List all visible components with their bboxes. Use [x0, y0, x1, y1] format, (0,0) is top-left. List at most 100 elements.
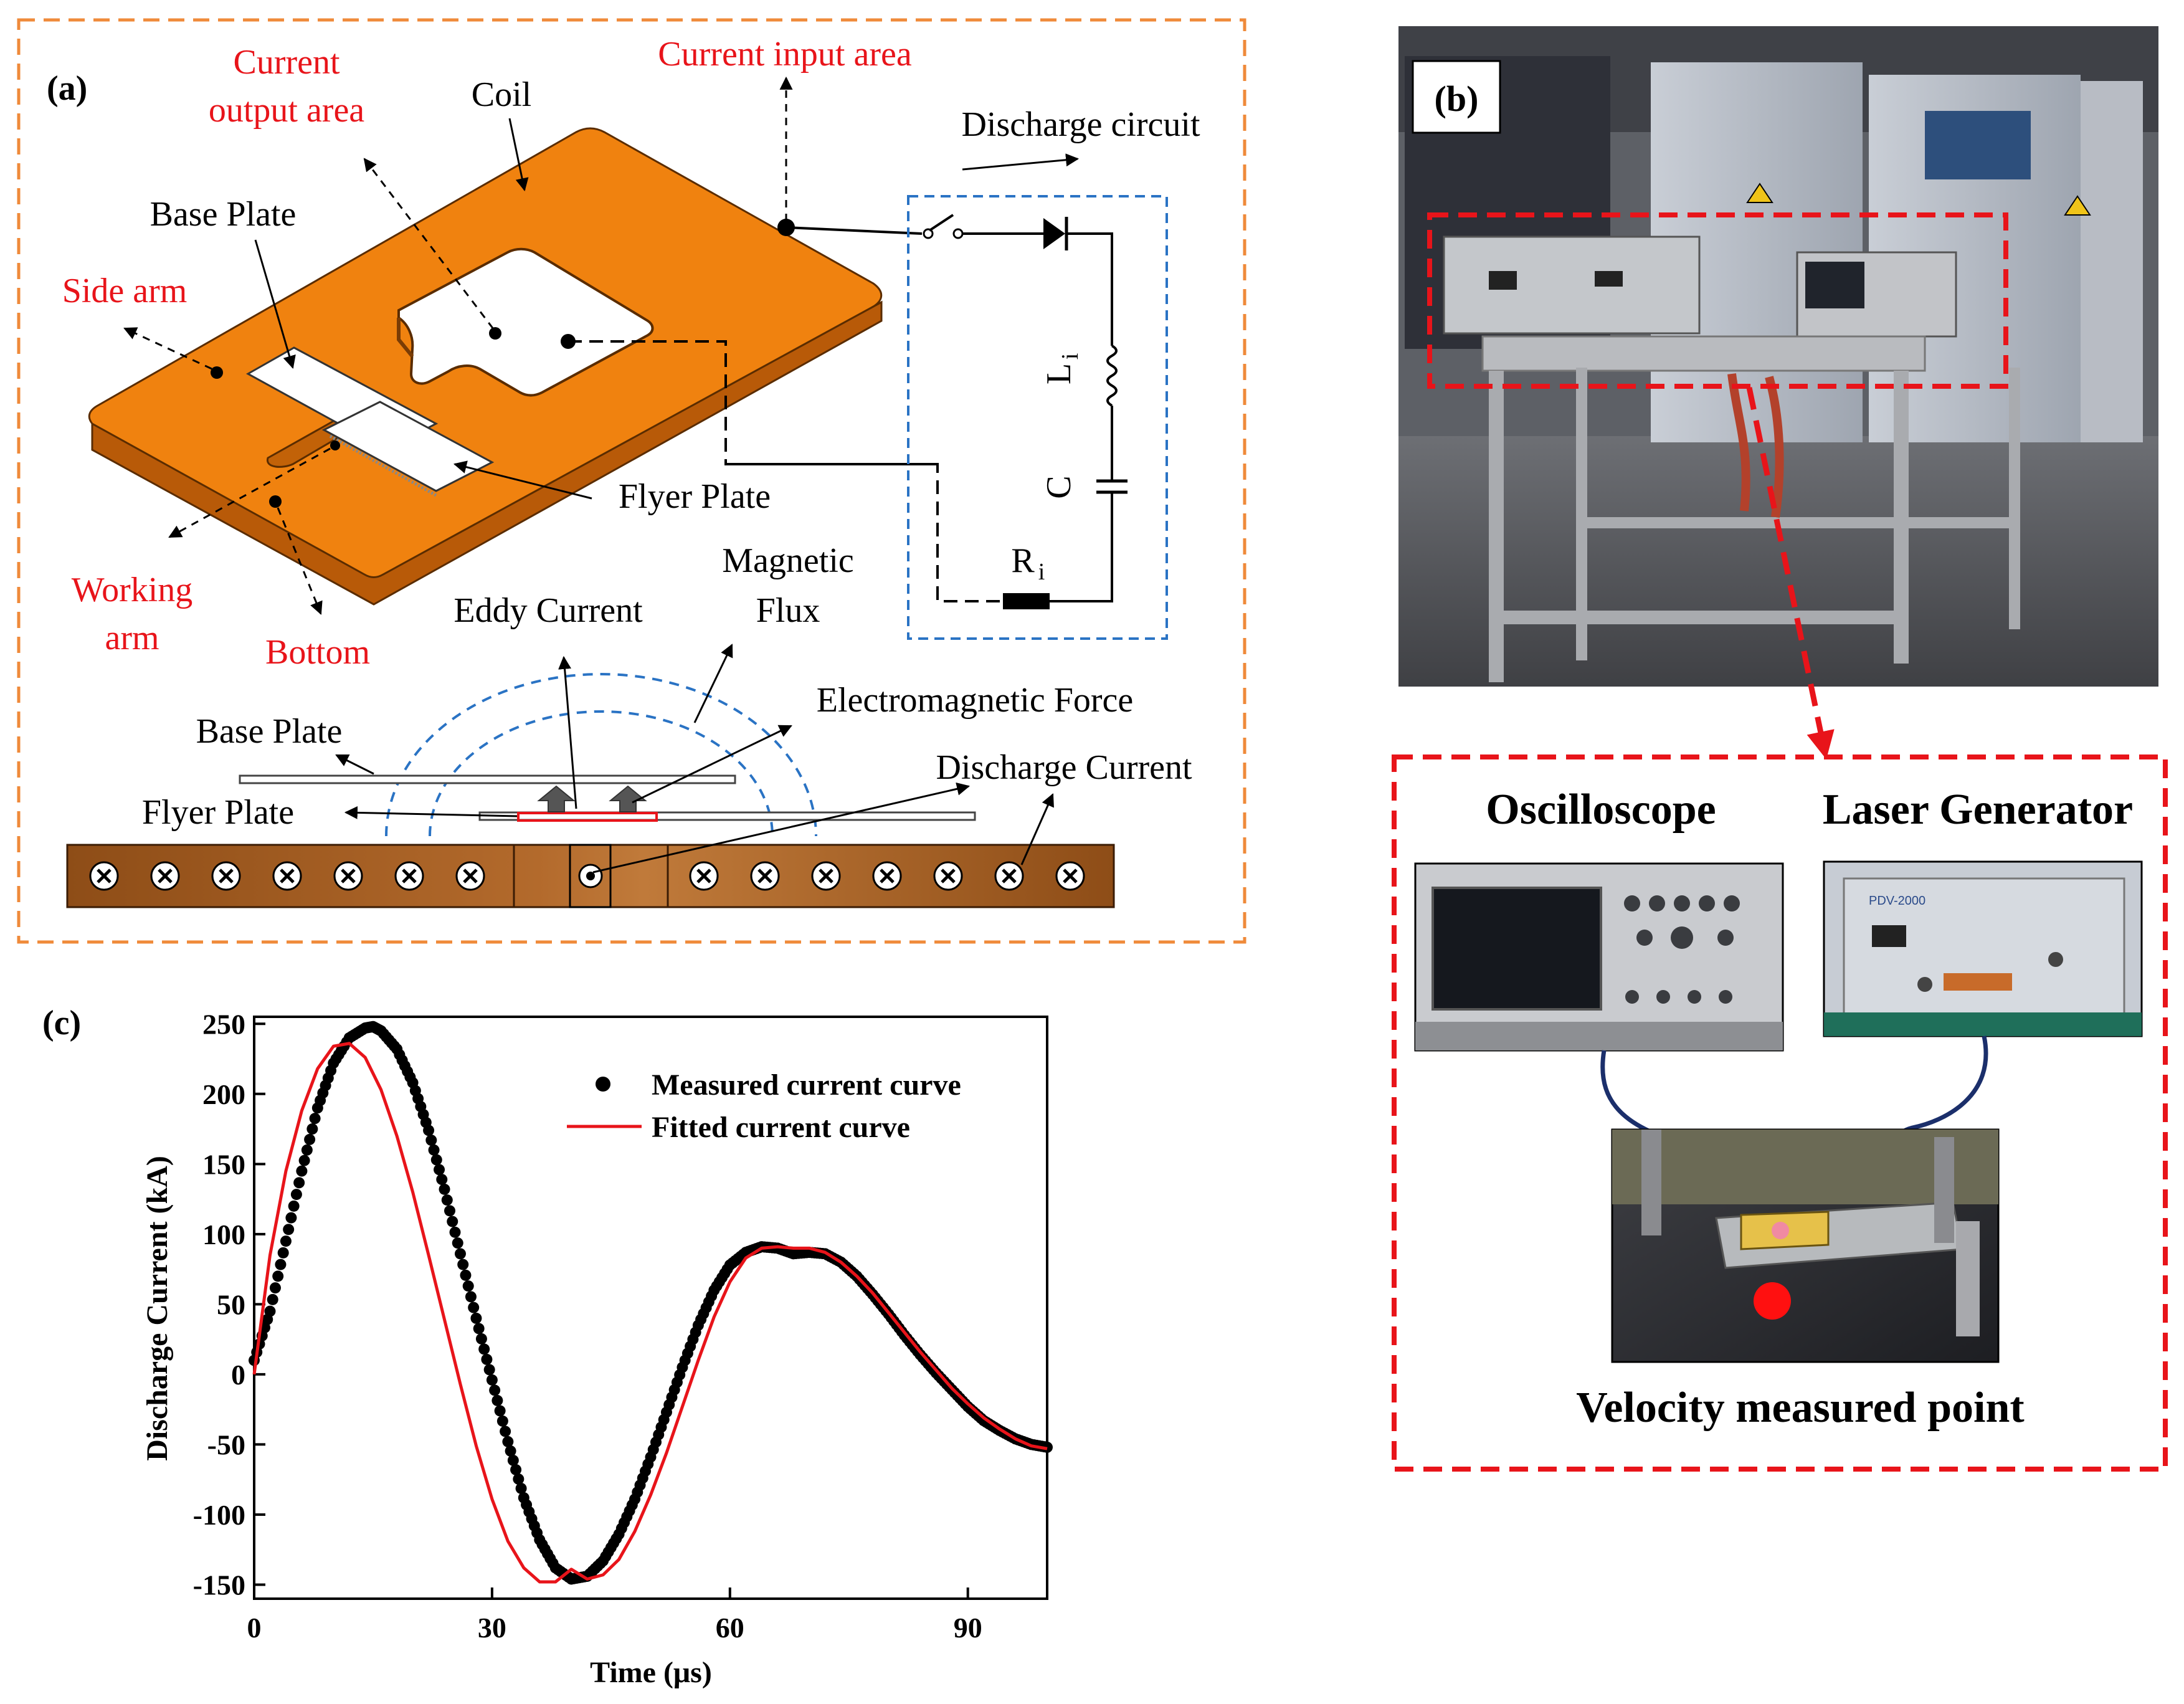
cross-marker: [333, 861, 363, 891]
measured-point: [447, 1216, 458, 1227]
measured-point: [290, 1189, 302, 1201]
laser-generator-front: [1843, 877, 2125, 1023]
y-tick-label: 200: [202, 1078, 245, 1110]
cross-marker: [994, 861, 1024, 891]
leader-em-force: [632, 725, 792, 804]
fitted-curve: [252, 1042, 1048, 1584]
leader-flyer-plate: [453, 460, 592, 500]
series-fitted: [252, 1042, 1048, 1584]
measured-point: [434, 1164, 445, 1176]
current-input-label: Current input area: [658, 35, 912, 74]
panel-a-border: [17, 18, 1246, 944]
x-tick-label: 30: [478, 1612, 506, 1644]
flyer-plate-section-label: Flyer Plate: [142, 793, 294, 832]
measured-point: [423, 1125, 435, 1136]
legend-label-fitted: Fitted current curve: [652, 1111, 910, 1144]
panel-a-label: (a): [47, 69, 87, 108]
leader-flyer-plate-section: [344, 806, 518, 819]
laser-shelf: [1824, 1012, 2142, 1036]
probe-spot: [1772, 1222, 1789, 1239]
flyer-plate-3d: [321, 401, 495, 492]
measured-point: [425, 1135, 437, 1146]
measured-point: [475, 1333, 487, 1345]
force-arrow-right: [609, 785, 647, 812]
measured-point: [491, 1394, 503, 1406]
side-arm-label: Side arm: [62, 272, 188, 310]
circuit-box: [907, 195, 1168, 640]
resistor-label: R: [1011, 541, 1035, 580]
measured-point: [298, 1154, 310, 1166]
warning-sign-icon: [1746, 183, 1773, 203]
x-tick-label: 0: [247, 1612, 262, 1644]
current-output-label-1: Current: [233, 43, 340, 82]
cross-marker: [455, 861, 485, 891]
measured-point: [272, 1270, 284, 1282]
switch-contact-right: [952, 228, 964, 239]
table-leg: [1576, 368, 1587, 660]
measured-point: [285, 1212, 297, 1224]
measured-point: [436, 1174, 448, 1186]
cross-marker: [272, 861, 302, 891]
legend-label-measured: Measured current curve: [652, 1069, 961, 1102]
measured-point: [468, 1302, 480, 1313]
force-arrow-left: [537, 785, 576, 812]
panel-b-label: (b): [1435, 79, 1479, 119]
current-into-page-markers: [89, 861, 1085, 891]
table-rail: [1579, 517, 2015, 528]
cross-marker: [394, 861, 424, 891]
laser-knob: [1917, 977, 1932, 992]
cross-marker: [811, 861, 841, 891]
magnetic-flux-label-1: Magnetic: [722, 541, 853, 580]
cross-marker: [89, 861, 119, 891]
laser-generator-label: Laser Generator: [1823, 786, 2133, 834]
measured-point: [478, 1343, 490, 1355]
measured-point: [428, 1144, 440, 1156]
measured-point: [452, 1237, 463, 1249]
flux-arc-outer: [385, 673, 817, 837]
wire-input: [786, 226, 923, 235]
chart-ticks: [253, 1022, 969, 1599]
laser-lcd: [1872, 925, 1906, 947]
equipment-detail: Oscilloscope Laser Generator PDV-2000: [1392, 754, 2168, 1472]
discharge-current-label: Discharge Current: [936, 748, 1192, 787]
oscilloscope-screen-small: [1805, 262, 1864, 308]
plot-frame: [253, 1016, 1048, 1600]
measured-point: [460, 1269, 472, 1281]
measured-point: [280, 1235, 292, 1247]
measured-point: [515, 1482, 527, 1494]
leader-discharge-current-2: [1020, 793, 1054, 865]
measured-point: [441, 1194, 453, 1206]
measured-point: [296, 1165, 308, 1177]
x-tick-label: 60: [716, 1612, 744, 1644]
measured-point: [502, 1435, 514, 1447]
measured-point: [500, 1426, 511, 1437]
measured-point: [449, 1226, 461, 1238]
coil-wiring: [568, 226, 1003, 602]
base-plate-top-label: Base Plate: [150, 195, 297, 234]
measured-point: [465, 1291, 477, 1303]
oscilloscope-label: Oscilloscope: [1486, 786, 1716, 834]
measured-point: [483, 1364, 495, 1376]
cross-marker: [689, 861, 719, 891]
measured-point: [462, 1280, 474, 1292]
cross-marker: [750, 861, 780, 891]
x-axis-label: Time (μs): [590, 1656, 712, 1689]
laser-model-text: PDV-2000: [1869, 894, 1925, 908]
working-arm-label-1: Working: [72, 571, 193, 609]
leader-magnetic-flux: [693, 644, 733, 723]
zoom-arrow: [1746, 387, 1835, 759]
working-arm-section: [569, 844, 612, 908]
measured-point: [301, 1144, 313, 1156]
series-measured: [249, 1021, 1053, 1585]
measured-point: [489, 1384, 501, 1396]
instrument-highlight-box: [1427, 212, 2008, 389]
y-tick-label: 0: [231, 1359, 245, 1391]
capacitor-label: C: [1040, 475, 1078, 498]
oscilloscope-screen: [1431, 887, 1602, 1011]
table-top: [1481, 335, 1926, 372]
cabinet-edge: [2081, 81, 2143, 442]
post-right: [1934, 1137, 1954, 1243]
oscilloscope-base: [1415, 1022, 1783, 1050]
